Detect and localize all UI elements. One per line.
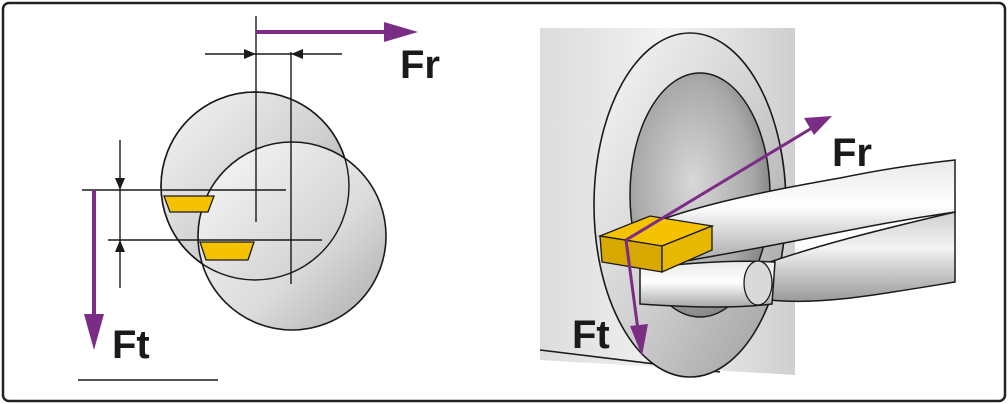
- radial-force-label: Fr: [400, 43, 440, 87]
- cutting-insert-displaced: [199, 241, 255, 261]
- tangential-force-arrowhead-isometric: [630, 324, 648, 356]
- left-view-schematic: Fr Ft: [78, 16, 440, 381]
- cutting-insert-initial: [163, 195, 215, 213]
- dimension-arrowhead: [115, 178, 125, 190]
- radial-force-arrow-isometric: [625, 126, 813, 242]
- boring-bar-lower: [639, 260, 776, 308]
- dimension-arrowhead: [244, 49, 256, 59]
- radial-force-arrowhead: [384, 22, 418, 42]
- tangential-force-arrow-isometric: [624, 239, 640, 331]
- boring-bar-shank: [769, 211, 956, 303]
- tangential-force-arrowhead: [84, 314, 104, 350]
- dimension-arrowhead: [115, 240, 125, 252]
- workpiece-circle-displaced: [197, 141, 387, 331]
- radial-force-arrowhead-isometric: [804, 116, 832, 135]
- boring-bar-arm: [653, 159, 956, 263]
- tangential-force-label: Ft: [112, 323, 150, 367]
- tangential-force-label-isometric: Ft: [572, 313, 610, 357]
- right-view-isometric: Fr Ft: [539, 28, 956, 378]
- cutting-insert-side: [661, 225, 713, 273]
- radial-force-label-isometric: Fr: [832, 131, 872, 175]
- dimension-arrowhead: [291, 49, 303, 59]
- workpiece-circle-initial-outline: [160, 91, 350, 281]
- boring-bar-collar: [743, 260, 773, 306]
